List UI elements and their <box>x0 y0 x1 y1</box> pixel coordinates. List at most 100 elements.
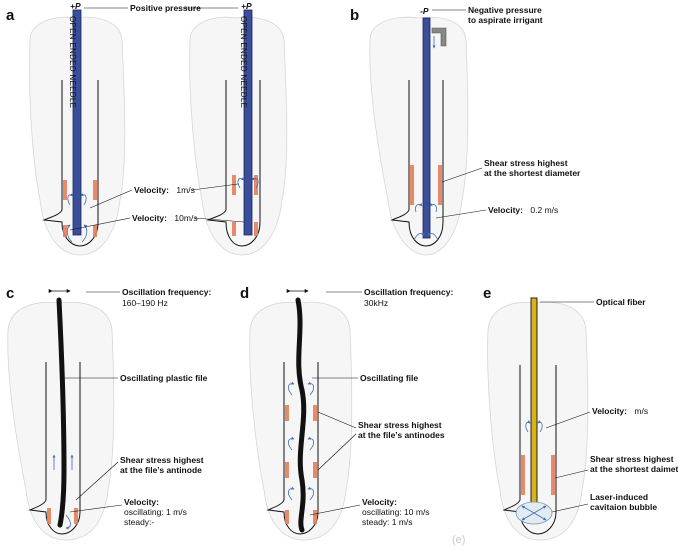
freq-label: Oscillation frequency: <box>122 287 211 297</box>
leader-line <box>554 469 589 479</box>
shear-stress-zone <box>93 180 97 200</box>
leader-line <box>435 209 487 219</box>
shear-stress-zone <box>254 222 258 236</box>
flow-arrow <box>288 486 295 501</box>
shear-stress-zone <box>74 508 78 524</box>
tooth-outline <box>369 16 469 256</box>
shear-stress-zone <box>254 175 258 195</box>
pressure-label-line2: to aspirate irrigant <box>468 15 543 25</box>
flow-arrow <box>413 232 425 241</box>
flow-arrow <box>307 436 314 451</box>
panel-a-letter: a <box>6 7 15 24</box>
leader-line <box>69 217 131 231</box>
file-label: Oscillating file <box>360 373 418 383</box>
shear-label-line1: Shear stress highest <box>484 158 568 168</box>
leader-line <box>317 433 357 471</box>
shear-label-line1: Shear stress highest <box>120 455 204 465</box>
flow-arrow <box>521 512 535 521</box>
suction-connector <box>431 27 447 47</box>
pressure-label: Positive pressure <box>130 3 201 13</box>
aspiration-needle <box>422 17 431 239</box>
fiber-label: Optical fiber <box>596 297 646 307</box>
flow-arrow <box>533 505 547 514</box>
panel-a: a OPEN ENDED NEEDLE +P OPEN ENDED NEEDLE… <box>6 1 288 256</box>
leader-line <box>545 411 591 429</box>
pressure-marker: -P <box>420 6 429 16</box>
file-label: Oscillating plastic file <box>120 373 208 383</box>
shear-label-line1: Shear stress highest <box>358 420 442 430</box>
flow-arrow <box>415 202 423 213</box>
leader-line <box>75 461 119 501</box>
shear-label-line2: at the shortest diameter <box>484 168 581 178</box>
panel-e-letter: e <box>483 285 491 302</box>
shear-stress-zone <box>313 462 317 478</box>
shear-stress-zone <box>313 405 317 421</box>
tooth-outline <box>189 16 288 256</box>
flow-arrow <box>237 177 245 189</box>
shear-stress-zone <box>285 405 289 421</box>
root-canal <box>42 80 99 247</box>
panel-b: b -P Negative pressure to aspirate irrig… <box>350 5 581 256</box>
shear-stress-zone <box>63 180 67 200</box>
flow-arrow <box>65 514 71 530</box>
velocity-1: Velocity: 1m/s <box>134 180 195 197</box>
bubble-label-line2: cavitaion bubble <box>590 502 657 512</box>
shear-stress-zone <box>47 508 51 524</box>
velocity-line1: oscillating: 1 m/s <box>124 507 187 517</box>
shear-label-line1: Shear stress highest <box>590 454 674 464</box>
shear-stress-zone <box>232 222 236 236</box>
oscillating-file <box>295 297 307 533</box>
bubble-label-line1: Laser-induced <box>590 492 648 502</box>
shear-stress-zone <box>285 510 289 524</box>
shear-stress-zone <box>410 165 414 205</box>
freq-value: 30kHz <box>364 298 388 308</box>
shear-stress-zone <box>438 165 442 205</box>
shear-stress-zone <box>313 510 317 524</box>
panel-b-letter: b <box>350 7 359 24</box>
shear-stress-zone <box>63 225 67 237</box>
root-canal <box>28 362 81 535</box>
leader-line <box>191 183 239 191</box>
flow-arrow <box>81 224 88 243</box>
shear-label-line2: at the shortest daimeter <box>590 464 678 474</box>
freq-value: 160–190 Hz <box>122 298 168 308</box>
needle <box>72 9 82 236</box>
velocity-line2: steady:- <box>124 517 154 527</box>
leader-line <box>194 217 245 223</box>
pressure-label-line1: Negative pressure <box>468 5 542 15</box>
panel-c-letter: c <box>6 285 14 302</box>
panel-c: c Oscillation frequency: 160–190 Hz Osci… <box>6 285 211 541</box>
panel-d: d Oscillation frequency: 30kHz Oscillati… <box>240 285 465 546</box>
plastic-file <box>56 297 67 528</box>
needle-label: OPEN ENDED NEEDLE <box>68 16 77 108</box>
shear-stress-zone <box>285 462 289 478</box>
watermark: (e) <box>452 534 465 546</box>
flow-arrow <box>537 420 543 433</box>
velocity-label: Velocity: m/s <box>592 401 648 418</box>
velocity-label: Velocity: 0.2 m/s <box>488 200 558 217</box>
velocity-line2: steady: 1 m/s <box>362 517 413 527</box>
panel-d-letter: d <box>240 285 249 302</box>
leader-line <box>69 504 123 513</box>
shear-label-line2: at the file’s antinodes <box>358 430 445 440</box>
flow-arrow <box>251 177 259 189</box>
needle-label: OPEN ENDED NEEDLE <box>239 16 248 108</box>
root-canal <box>390 80 444 247</box>
leader-line <box>441 167 483 183</box>
panel-e: e Optical fiber Velocity: m/s Shear stre… <box>483 285 678 541</box>
pressure-marker: +P <box>241 1 252 11</box>
flow-arrow <box>427 232 439 241</box>
root-canal <box>502 365 557 535</box>
root-canal <box>266 362 319 535</box>
flow-arrow <box>533 512 547 521</box>
flow-arrow <box>307 486 314 501</box>
needle <box>243 9 253 236</box>
flow-arrow <box>288 381 295 396</box>
leader-line <box>551 503 589 513</box>
velocity-line1: oscillating: 10 m/s <box>362 507 430 517</box>
shear-stress-zone <box>232 175 236 195</box>
flow-arrow <box>66 224 73 243</box>
flow-arrow <box>288 436 295 451</box>
leader-line <box>309 504 361 516</box>
